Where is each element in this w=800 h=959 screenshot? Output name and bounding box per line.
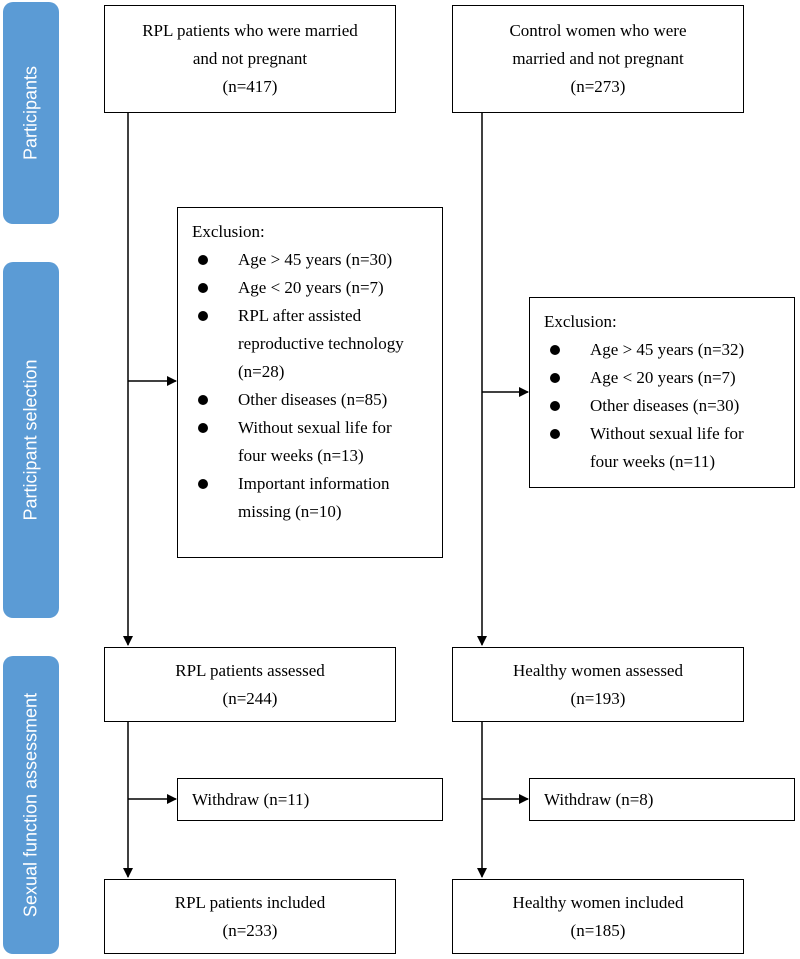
right-withdraw-box: Withdraw (n=8) xyxy=(529,778,795,821)
bullet-icon xyxy=(550,429,560,439)
bullet-icon xyxy=(550,373,560,383)
bullet-icon xyxy=(550,401,560,411)
bullet-icon xyxy=(198,395,208,405)
right-assessed-line-2: (n=193) xyxy=(570,688,626,708)
left-exclusion-box: Exclusion: Age > 45 years (n=30) Age < 2… xyxy=(177,207,443,558)
right-assessed-box: Healthy women assessed (n=193) xyxy=(452,647,744,722)
left-withdraw-box: Withdraw (n=11) xyxy=(177,778,443,821)
bullet-icon xyxy=(198,479,208,489)
left-exclusion-list: Age > 45 years (n=30) Age < 20 years (n=… xyxy=(192,246,430,526)
left-included-line-2: (n=233) xyxy=(222,920,278,940)
left-withdraw-label: Withdraw (n=11) xyxy=(192,789,310,809)
list-item: Other diseases (n=85) xyxy=(192,386,430,414)
list-item: Age > 45 years (n=32) xyxy=(544,336,782,364)
right-assessed-line-1: Healthy women assessed xyxy=(513,660,683,680)
right-included-line-2: (n=185) xyxy=(570,920,626,940)
list-item: Age < 20 years (n=7) xyxy=(192,274,430,302)
left-included-line-1: RPL patients included xyxy=(174,892,326,912)
right-withdraw-label: Withdraw (n=8) xyxy=(544,789,654,809)
bullet-icon xyxy=(550,345,560,355)
bullet-icon xyxy=(198,311,208,321)
right-start-box: Control women who were married and not p… xyxy=(452,5,744,113)
phase-participants: Participants xyxy=(3,2,59,224)
right-included-line-1: Healthy women included xyxy=(512,892,684,912)
left-assessed-line-1: RPL patients assessed xyxy=(175,660,325,680)
left-start-line-1: RPL patients who were married xyxy=(142,21,358,40)
phase-participants-label: Participants xyxy=(20,65,41,161)
left-assessed-line-2: (n=244) xyxy=(222,688,278,708)
phase-selection-label: Participant selection xyxy=(20,359,41,521)
right-included-box: Healthy women included (n=185) xyxy=(452,879,744,954)
phase-participant-selection: Participant selection xyxy=(3,262,59,618)
list-item: Age > 45 years (n=30) xyxy=(192,246,430,274)
phase-assessment-label: Sexual function assessment xyxy=(20,692,41,918)
bullet-icon xyxy=(198,423,208,433)
bullet-icon xyxy=(198,283,208,293)
right-start-line-3: (n=273) xyxy=(570,77,626,96)
right-exclusion-title: Exclusion: xyxy=(544,312,617,331)
right-start-line-1: Control women who were xyxy=(509,21,687,40)
phase-sexual-function-assessment: Sexual function assessment xyxy=(3,656,59,954)
right-start-line-2: married and not pregnant xyxy=(512,49,684,68)
bullet-icon xyxy=(198,255,208,265)
right-exclusion-box: Exclusion: Age > 45 years (n=32) Age < 2… xyxy=(529,297,795,488)
list-item: Age < 20 years (n=7) xyxy=(544,364,782,392)
left-included-box: RPL patients included (n=233) xyxy=(104,879,396,954)
left-start-box: RPL patients who were married and not pr… xyxy=(104,5,396,113)
left-assessed-box: RPL patients assessed (n=244) xyxy=(104,647,396,722)
left-start-line-3: (n=417) xyxy=(222,77,278,96)
list-item: Other diseases (n=30) xyxy=(544,392,782,420)
left-exclusion-title: Exclusion: xyxy=(192,222,265,241)
right-exclusion-list: Age > 45 years (n=32) Age < 20 years (n=… xyxy=(544,336,782,476)
left-start-line-2: and not pregnant xyxy=(192,49,308,68)
